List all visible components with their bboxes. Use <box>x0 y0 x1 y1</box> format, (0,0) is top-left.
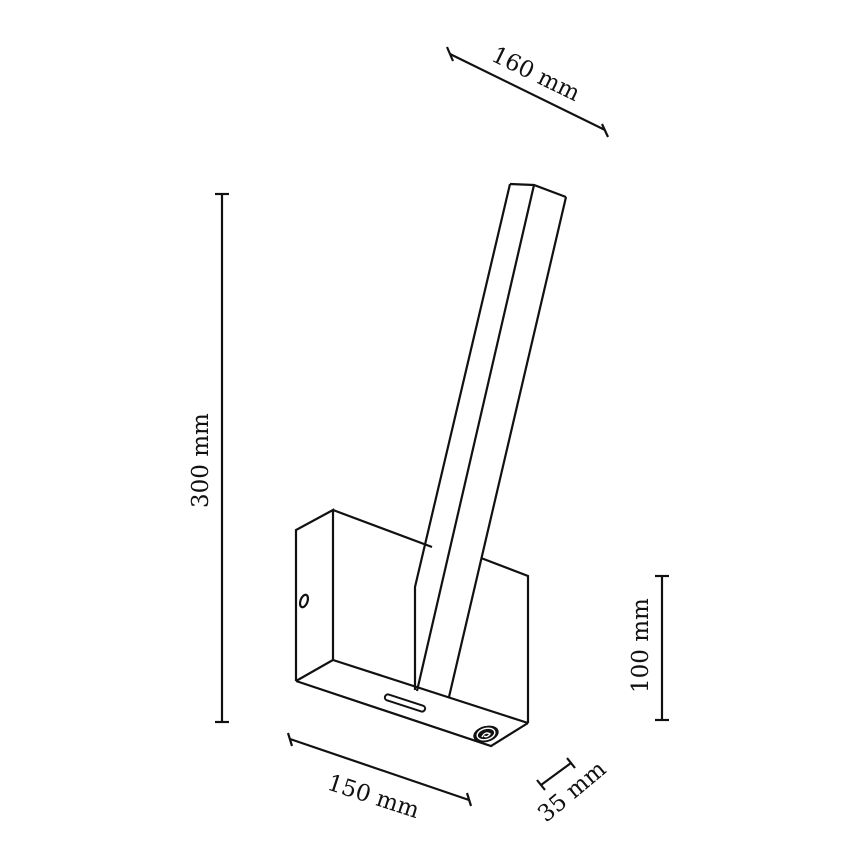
wall-base-box <box>294 508 530 748</box>
bottom-switch-icon <box>473 725 499 743</box>
dimension-300mm: 300 mm <box>188 192 229 724</box>
bottom-slot-icon <box>383 693 427 713</box>
dimension-100mm: 100 mm <box>628 574 669 722</box>
tilted-light-arm <box>413 182 568 698</box>
dimension-label-35mm: 35 mm <box>533 756 611 828</box>
dimension-label-100mm: 100 mm <box>628 598 654 693</box>
dimension-label-300mm: 300 mm <box>188 413 214 508</box>
side-screw-icon <box>298 593 310 609</box>
dimension-160mm: 160 mm <box>445 42 609 138</box>
dimension-label-160mm: 160 mm <box>487 42 584 107</box>
dimension-35mm: 35 mm <box>533 756 611 828</box>
dimension-150mm: 150 mm <box>286 732 473 824</box>
